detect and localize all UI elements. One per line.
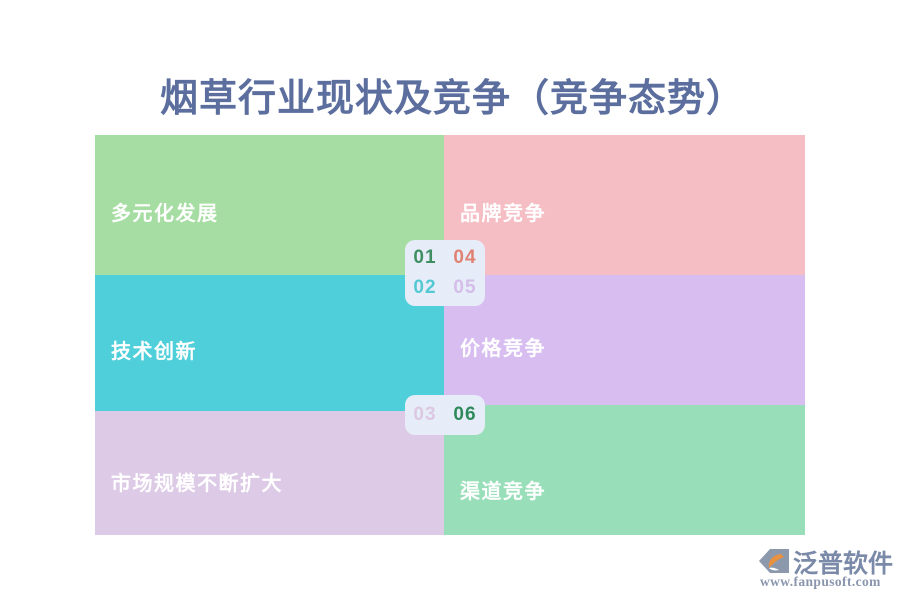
competition-matrix: 多元化发展 技术创新 市场规模不断扩大 品牌竞争 价格竞争 渠道竞争 01 04… — [95, 135, 805, 535]
matrix-cell-label: 渠道竞争 — [460, 481, 546, 503]
matrix-cell-right-3[interactable]: 渠道竞争 — [444, 405, 805, 535]
matrix-cell-right-1[interactable]: 品牌竞争 — [444, 135, 805, 275]
matrix-cell-label: 技术创新 — [111, 341, 197, 363]
fanpu-logo-icon — [759, 549, 789, 573]
matrix-cell-left-1[interactable]: 多元化发展 — [95, 135, 444, 275]
matrix-cell-left-3[interactable]: 市场规模不断扩大 — [95, 411, 444, 535]
badge-number: 02 — [413, 277, 437, 298]
matrix-cell-label: 多元化发展 — [111, 203, 219, 225]
fanpu-logo-url: www.fanpusoft.com — [760, 574, 881, 589]
matrix-cell-label: 品牌竞争 — [460, 203, 546, 225]
badge-number: 06 — [453, 404, 477, 425]
page-title: 烟草行业现状及竞争（竞争态势） — [159, 78, 745, 120]
fanpu-logo-name: 泛普软件 — [793, 550, 894, 578]
badge-number: 04 — [453, 247, 477, 268]
matrix-cell-left-2[interactable]: 技术创新 — [95, 275, 444, 411]
badge-number: 03 — [413, 404, 437, 425]
matrix-cell-label: 价格竞争 — [460, 338, 546, 360]
matrix-cell-right-2[interactable]: 价格竞争 — [444, 275, 805, 405]
matrix-cell-label: 市场规模不断扩大 — [111, 473, 283, 495]
number-badge-bottom[interactable]: 03 06 — [405, 395, 485, 435]
number-badge-top[interactable]: 01 04 02 05 — [405, 240, 485, 306]
fanpu-logo[interactable]: 泛普软件 www.fanpusoft.com — [757, 545, 893, 593]
badge-number: 01 — [413, 247, 437, 268]
badge-number: 05 — [453, 277, 477, 298]
